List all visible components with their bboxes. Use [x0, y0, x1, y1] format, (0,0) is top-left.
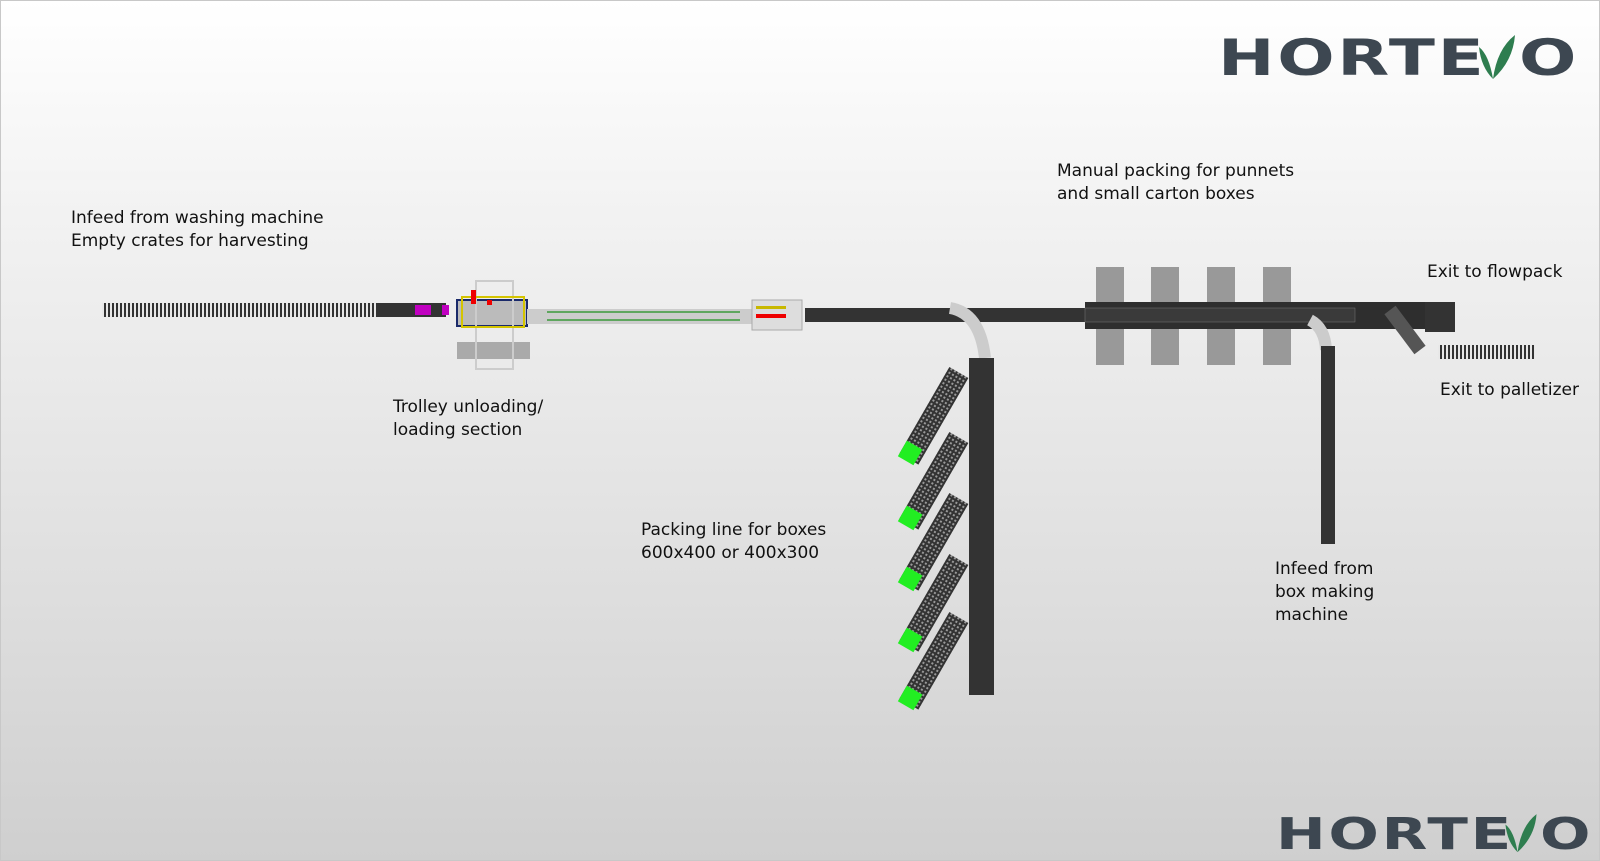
manual-packing-center-belt — [1084, 307, 1356, 323]
main-conveyor-2 — [805, 308, 1085, 322]
curve-conveyor — [1384, 305, 1426, 355]
label-infeed-washing: Infeed from washing machine Empty crates… — [71, 208, 324, 251]
logo-text: HORTE — [1218, 29, 1487, 87]
label-infeed-box-machine: Infeed from box making machine — [1275, 559, 1375, 625]
label-packing-line: Packing line for boxes 600x400 or 400x30… — [641, 520, 827, 563]
hortevo-logo-bottom: HORTE O — [1276, 809, 1591, 860]
infeed-crates-conveyor — [102, 303, 378, 317]
logo-text: O — [1540, 808, 1594, 860]
leaf-icon — [1478, 35, 1515, 79]
label-trolley-section: Trolley unloading/ loading section — [393, 397, 544, 440]
packing-stations — [897, 367, 969, 711]
labeling-machine — [751, 299, 803, 331]
main-conveyor-1 — [378, 303, 446, 317]
logo-text: HORTE — [1276, 808, 1514, 860]
logo-text: O — [1518, 29, 1579, 87]
label-manual-packing: Manual packing for punnets and small car… — [1057, 161, 1295, 204]
label-exit-palletizer: Exit to palletizer — [1440, 380, 1579, 400]
curve-conveyor — [948, 302, 991, 359]
roller-conveyor — [527, 309, 754, 324]
hortevo-logo-top: HORTE O — [1218, 29, 1576, 87]
leaf-icon — [1505, 814, 1537, 853]
packing-line-conveyor — [969, 358, 994, 695]
label-exit-flowpack: Exit to flowpack — [1427, 262, 1563, 282]
crate-marker — [442, 305, 449, 315]
flowpack-exit — [1425, 302, 1455, 332]
crate-marker — [415, 305, 431, 315]
trolley-section — [456, 280, 530, 370]
curve-conveyor — [1306, 314, 1332, 351]
box-infeed-conveyor — [1321, 346, 1335, 544]
palletizer-exit-conveyor — [1438, 345, 1535, 359]
